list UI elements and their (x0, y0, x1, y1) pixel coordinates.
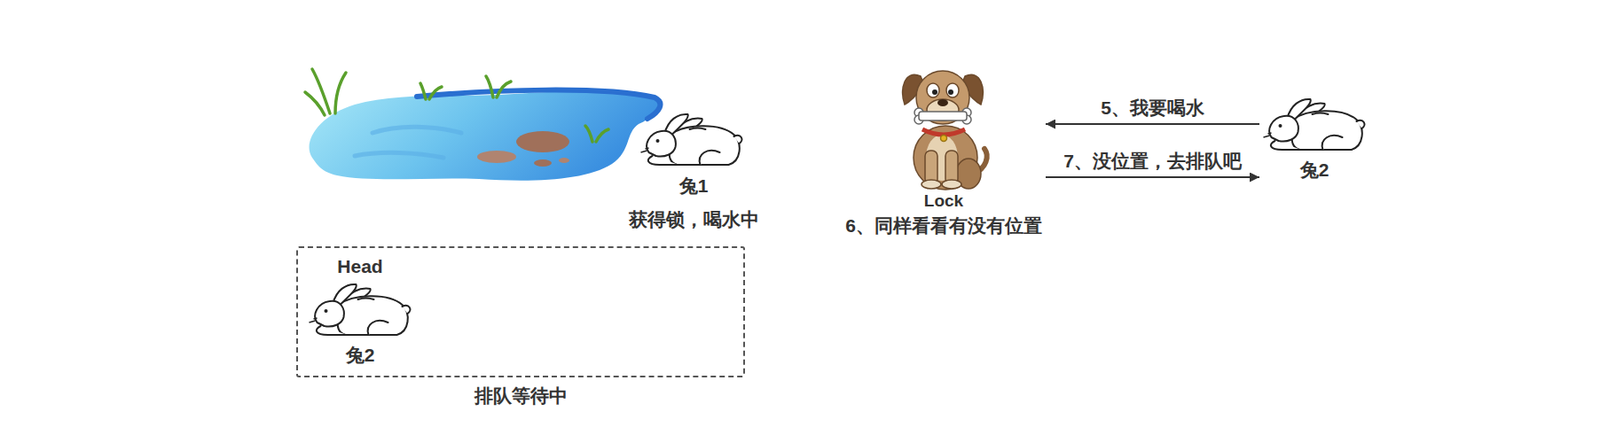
edge-label: 7、没位置，去排队吧 (1060, 149, 1245, 173)
pond (305, 69, 660, 181)
node-label: Head (337, 255, 383, 279)
rabbit-figure (641, 114, 743, 165)
node-label: 排队等待中 (474, 384, 568, 408)
ripple (354, 126, 462, 158)
dog-pupil (932, 89, 938, 95)
stone (516, 131, 570, 153)
edge-label: 5、我要喝水 (1098, 96, 1208, 120)
stone (533, 159, 552, 167)
dog-bone (914, 108, 972, 125)
dog-eye (946, 83, 959, 98)
node-label: 兔2 (1300, 158, 1330, 182)
node-label: Lock (924, 189, 964, 213)
queue-box: 排队等待中Head兔2 (296, 246, 746, 378)
dog-head (916, 70, 970, 125)
lock-dog-node: Lock6、同样看看有没有位置 (841, 63, 1046, 238)
rabbit-figure (309, 284, 411, 336)
dog-paw (941, 180, 962, 189)
arrow-connector (1045, 176, 1260, 179)
dog-pupil (948, 89, 954, 95)
rabbit-node: 兔2 (1259, 95, 1370, 182)
stone (477, 150, 517, 164)
dog-eye (926, 83, 940, 98)
dog-paw (921, 180, 942, 189)
node-label: 兔2 (345, 344, 376, 368)
dog-nose (937, 99, 949, 107)
pond-water (309, 91, 661, 181)
node-label: 获得锁，喝水中 (628, 208, 760, 232)
stone (558, 157, 570, 164)
dog-tag (941, 135, 948, 142)
rabbit-node: 兔1 获得锁，喝水中 (625, 112, 763, 232)
pond-rim (416, 90, 660, 119)
node-label: 兔1 (679, 174, 709, 198)
rabbit-node: Head 兔2 (305, 255, 416, 368)
grass (305, 69, 609, 142)
lock-dog (902, 70, 988, 190)
dog-collar (922, 129, 965, 135)
rabbit-figure (1263, 99, 1365, 150)
node-label: 6、同样看看有没有位置 (845, 214, 1043, 238)
arrow-connector (1045, 123, 1260, 126)
